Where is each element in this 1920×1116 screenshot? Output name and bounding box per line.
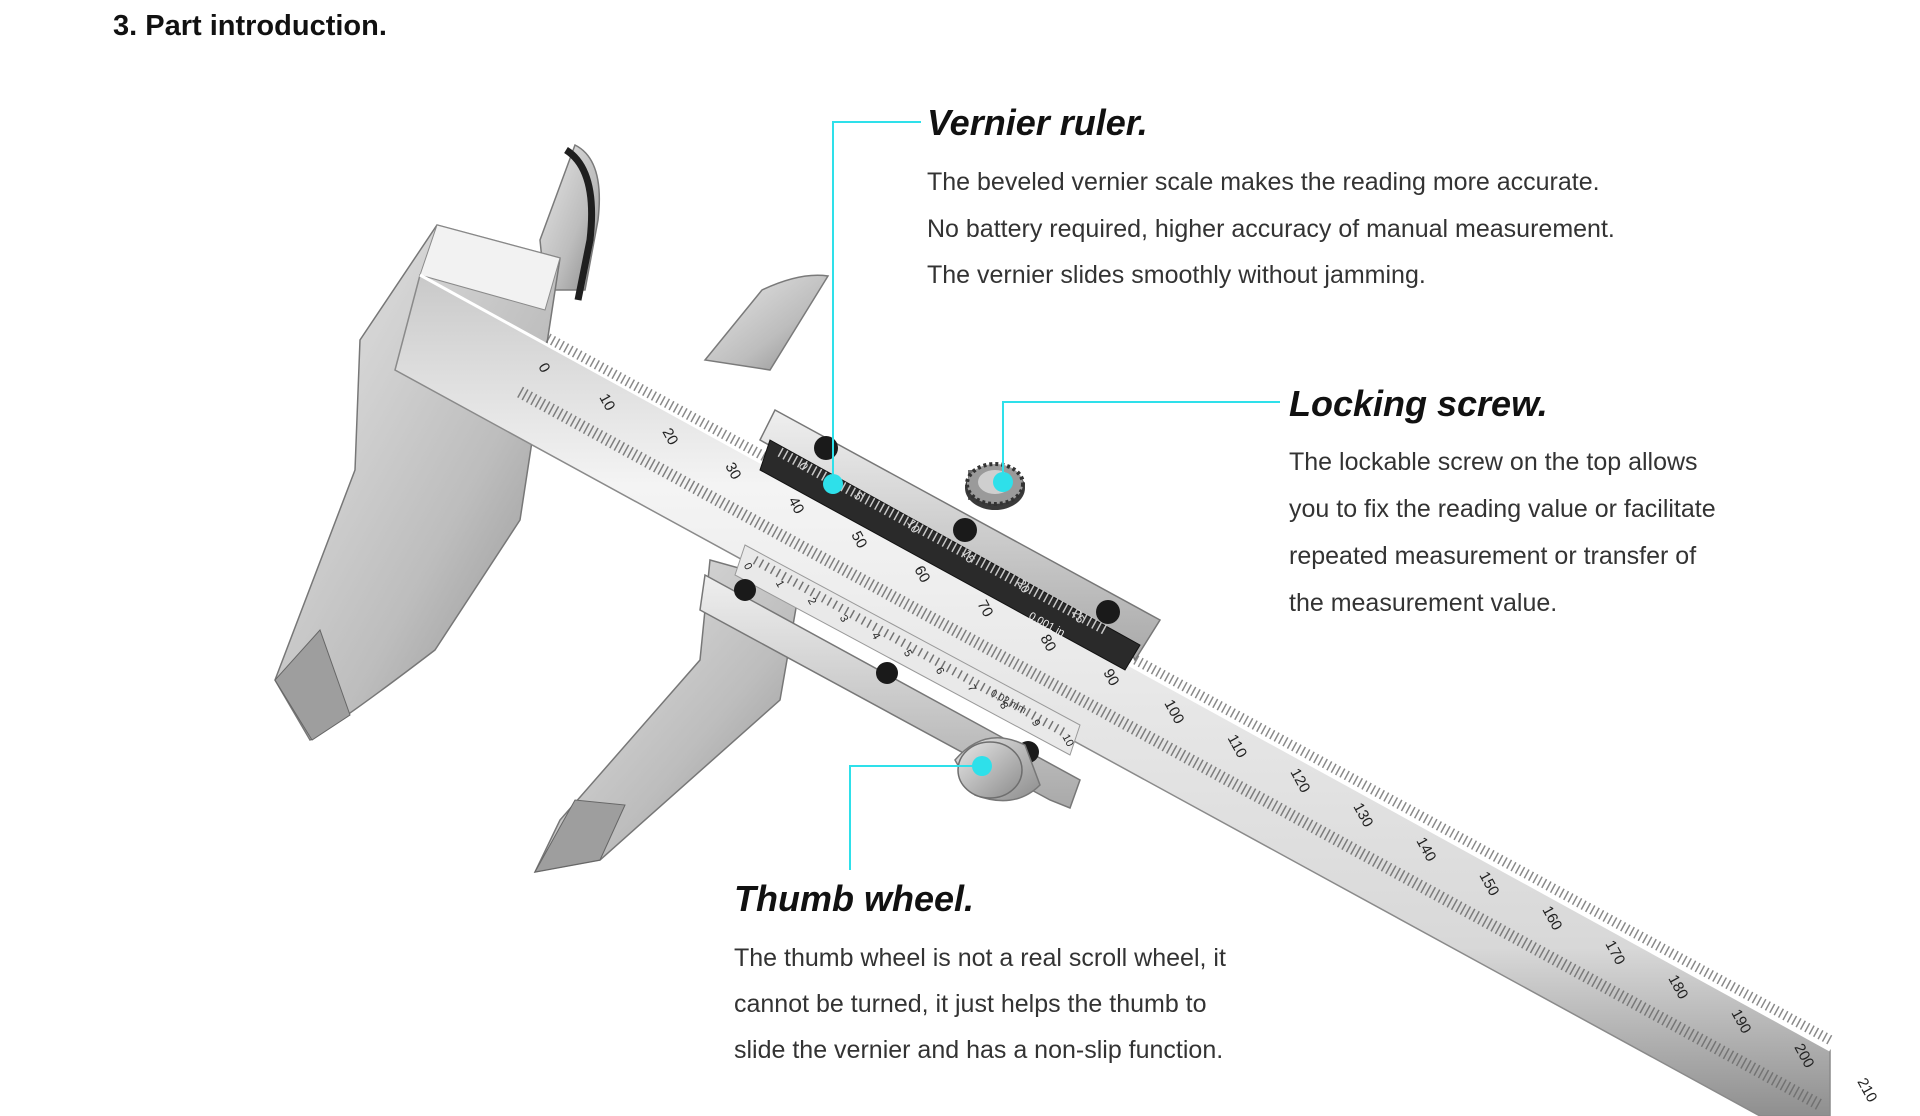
callout-text-line: the measurement value. [1289,589,1558,617]
vernier-mm-label: 9 [1029,718,1042,729]
callout-title: Locking screw. [1289,383,1548,424]
vernier-inch-label: 15 [959,547,978,566]
main-scale-label: 50 [847,528,870,551]
callout-text-line: The thumb wheel is not a real scroll whe… [734,944,1226,972]
locking-callout-dot [993,472,1013,492]
vernier-mm-label: 10 [1059,732,1075,748]
vernier-mm-label: 8 [997,700,1010,711]
vernier-leader-line [832,121,921,484]
callout-title: Thumb wheel. [734,878,975,919]
slide-screw-5 [876,662,898,684]
main-scale-label: 80 [1036,632,1059,655]
vernier-inch-label: 20 [1014,577,1033,596]
main-scale-label: 40 [784,494,807,517]
callout-text-line: slide the vernier and has a non-slip fun… [734,1036,1224,1064]
vernier-mm-label: 2 [805,596,818,607]
thumb-callout-dot [972,756,992,776]
upper-measuring-jaws [539,143,830,371]
vernier-mm-labels: 0 1 2 3 4 5 6 7 8 9 10 [741,561,1076,749]
callout-text-line: The lockable screw on the top allows [1289,448,1698,476]
callout-text-line: The vernier slides smoothly without jamm… [927,261,1426,289]
section-title: 3. Part introduction. [113,10,387,42]
vernier-mm-label: 6 [933,665,946,676]
vernier-mm-label: 7 [965,683,978,694]
callout-title: Vernier ruler. [927,102,1148,143]
vernier-inch-label: 25 [1069,607,1088,626]
vernier-mm-label: 3 [837,613,850,624]
main-scale-label: 90 [1099,666,1122,689]
thumb-wheel [954,737,1041,802]
slide-screw-3 [1096,600,1120,624]
locking-leader-line [1002,401,1280,478]
main-scale-label: 210 [1853,1075,1880,1105]
callout-leaders [823,121,1280,870]
vernier-mm-label: 5 [901,648,914,659]
vernier-inch-label: 10 [904,517,923,536]
callout-text-line: cannot be turned, it just helps the thum… [734,990,1207,1018]
callout-text-line: repeated measurement or transfer of [1289,542,1697,570]
callout-text-line: No battery required, higher accuracy of … [927,215,1615,243]
callout-text-line: you to fix the reading value or facilita… [1289,495,1716,523]
vernier-callout-dot [823,474,843,494]
slide-screw-2 [953,518,977,542]
callout-text-line: The beveled vernier scale makes the read… [927,168,1600,196]
main-beam: 0102030405060708090100110120130140150160… [394,273,1880,1116]
main-scale-label: 20 [658,425,681,448]
main-scale-labels: 0102030405060708090100110120130140150160… [534,360,1880,1105]
main-scale-label: 70 [973,597,996,620]
main-scale-label: 10 [595,391,618,414]
moving-jaw [533,559,801,874]
vernier-mm-label: 0 [741,561,754,572]
slide-screw-4 [734,579,756,601]
main-scale-label: 60 [910,563,933,586]
vernier-mm-label: 1 [773,578,786,589]
vernier-mm-label: 4 [869,631,882,642]
main-scale-label: 30 [721,460,744,483]
thumb-leader-line [849,765,982,870]
slide-screw-1 [814,436,838,460]
